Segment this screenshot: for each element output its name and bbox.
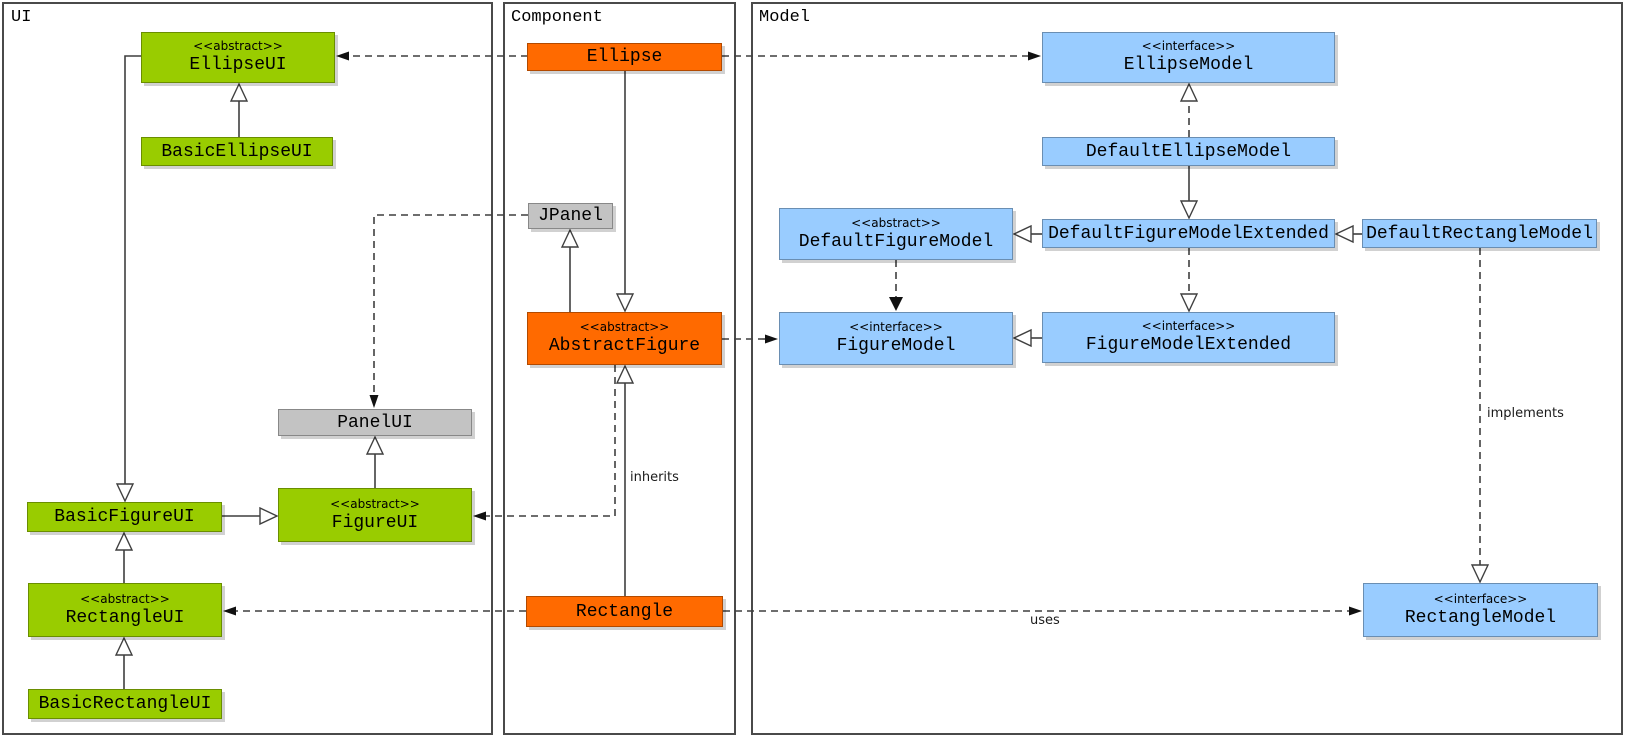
class-panelui-name: PanelUI bbox=[337, 412, 413, 433]
class-basicfigureui-name: BasicFigureUI bbox=[54, 507, 195, 527]
class-defaultfiguremodelextended: DefaultFigureModelExtended bbox=[1042, 219, 1335, 248]
edge-label-implements: implements bbox=[1487, 406, 1564, 421]
class-abstractfigure-stereotype: <<abstract>> bbox=[579, 320, 670, 334]
class-jpanel-name: JPanel bbox=[538, 206, 603, 226]
package-model bbox=[751, 2, 1623, 735]
class-figureui-name: FigureUI bbox=[331, 512, 419, 533]
class-ellipse-name: Ellipse bbox=[586, 47, 663, 67]
class-jpanel: JPanel bbox=[528, 203, 613, 229]
class-rectangleui: <<abstract>> RectangleUI bbox=[28, 583, 222, 637]
class-figuremodelextended-stereotype: <<interface>> bbox=[1141, 319, 1236, 333]
class-defaultellipsemodel-name: DefaultEllipseModel bbox=[1085, 141, 1292, 162]
edge-label-inherits: inherits bbox=[630, 470, 679, 485]
class-rectangleui-stereotype: <<abstract>> bbox=[80, 591, 170, 606]
class-basicrectangleui-name: BasicRectangleUI bbox=[38, 694, 212, 714]
class-figureui: <<abstract>> FigureUI bbox=[278, 488, 472, 542]
class-figuremodelextended-name: FigureModelExtended bbox=[1085, 335, 1292, 355]
class-ellipseui-stereotype: <<abstract>> bbox=[193, 39, 283, 53]
class-ellipsemodel-name: EllipseModel bbox=[1123, 55, 1254, 75]
class-defaultfiguremodel-stereotype: <<abstract>> bbox=[851, 215, 941, 230]
class-defaultrectanglemodel: DefaultRectangleModel bbox=[1362, 219, 1597, 248]
class-rectanglemodel: <<interface>> RectangleModel bbox=[1363, 583, 1598, 637]
package-ui-label: UI bbox=[11, 8, 32, 27]
class-figureui-stereotype: <<abstract>> bbox=[330, 496, 420, 511]
class-defaultellipsemodel: DefaultEllipseModel bbox=[1042, 137, 1335, 166]
class-rectangle-name: Rectangle bbox=[575, 601, 674, 622]
class-ellipsemodel: <<interface>> EllipseModel bbox=[1042, 32, 1335, 83]
class-ellipse: Ellipse bbox=[527, 43, 722, 71]
class-defaultrectanglemodel-name: DefaultRectangleModel bbox=[1366, 223, 1593, 244]
class-defaultfiguremodel: <<abstract>> DefaultFigureModel bbox=[779, 208, 1013, 260]
class-ellipsemodel-stereotype: <<interface>> bbox=[1141, 39, 1236, 53]
class-figuremodel-name: FigureModel bbox=[836, 336, 956, 356]
class-abstractfigure: <<abstract>> AbstractFigure bbox=[527, 312, 722, 365]
package-model-label: Model bbox=[759, 8, 811, 27]
class-rectangle: Rectangle bbox=[526, 596, 723, 627]
class-basicellipseui-name: BasicEllipseUI bbox=[161, 141, 313, 162]
class-rectanglemodel-stereotype: <<interface>> bbox=[1433, 591, 1528, 606]
class-defaultfiguremodelextended-name: DefaultFigureModelExtended bbox=[1048, 223, 1329, 244]
edge-label-uses: uses bbox=[1030, 613, 1060, 628]
class-rectanglemodel-name: RectangleModel bbox=[1404, 607, 1557, 628]
class-figuremodelextended: <<interface>> FigureModelExtended bbox=[1042, 312, 1335, 363]
class-defaultfiguremodel-name: DefaultFigureModel bbox=[798, 231, 994, 252]
class-basicrectangleui: BasicRectangleUI bbox=[28, 689, 222, 719]
class-panelui: PanelUI bbox=[278, 409, 472, 436]
class-ellipseui: <<abstract>> EllipseUI bbox=[141, 32, 335, 83]
class-basicfigureui: BasicFigureUI bbox=[27, 502, 222, 532]
class-ellipseui-name: EllipseUI bbox=[189, 55, 287, 75]
class-figuremodel-stereotype: <<interface>> bbox=[849, 320, 943, 334]
package-component-label: Component bbox=[511, 8, 603, 27]
class-abstractfigure-name: AbstractFigure bbox=[548, 336, 701, 356]
class-figuremodel: <<interface>> FigureModel bbox=[779, 312, 1013, 365]
class-basicellipseui: BasicEllipseUI bbox=[141, 137, 333, 166]
class-rectangleui-name: RectangleUI bbox=[65, 607, 185, 628]
